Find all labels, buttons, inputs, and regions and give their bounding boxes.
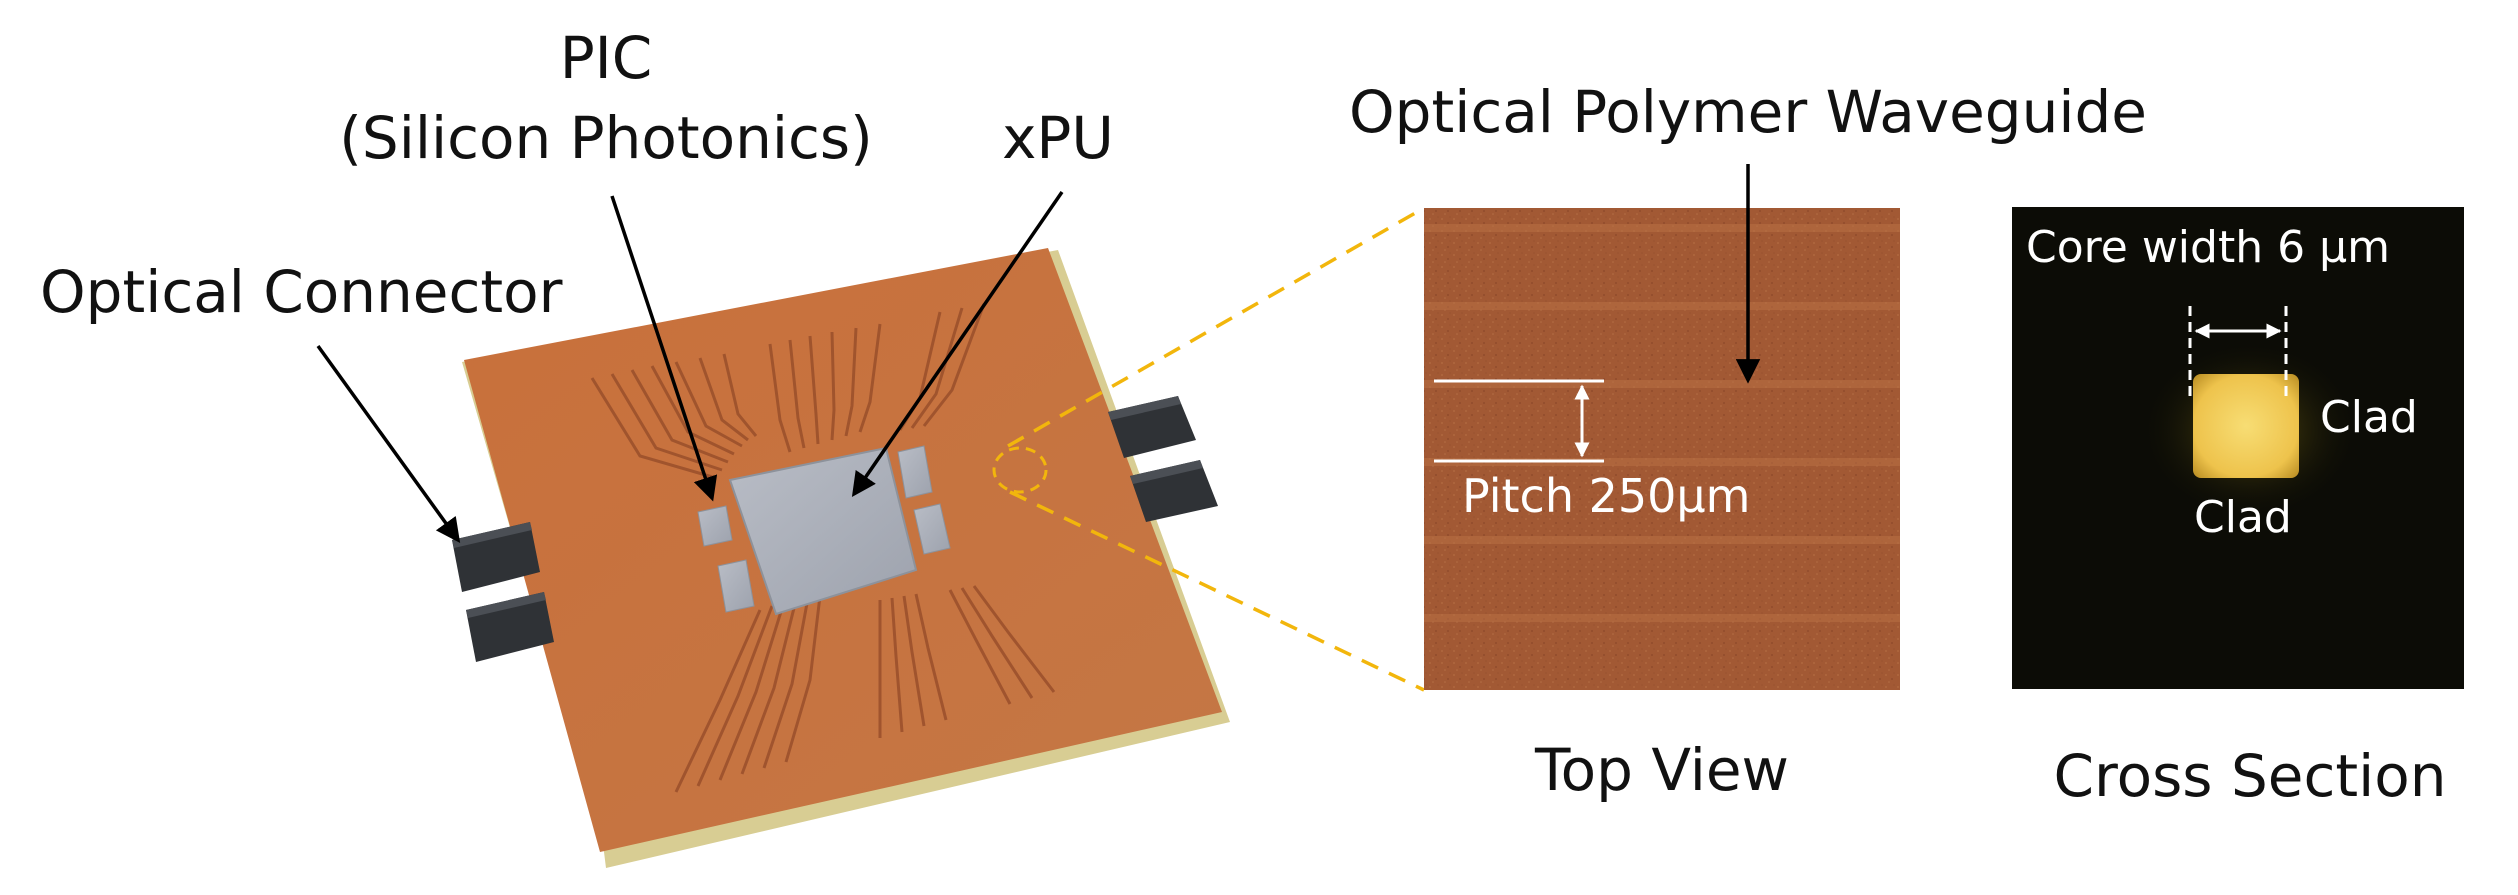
pic-chip-top-left <box>697 505 733 547</box>
waveguide-bands <box>1424 224 1900 622</box>
core-width-label: Core width 6 µm <box>2026 222 2390 273</box>
pic-chip-bottom-left <box>717 559 755 613</box>
pitch-label: Pitch 250µm <box>1462 469 1751 523</box>
pic-arrow <box>610 195 718 502</box>
top-view-label: Top View <box>1534 736 1789 804</box>
pic-chip-bottom-right <box>913 503 951 555</box>
optical-connector-left-bottom <box>466 592 554 662</box>
annotation-arrows <box>316 164 1761 543</box>
cross-section-panel: Core width 6 µm Clad Clad <box>2012 207 2464 689</box>
optical-connector-label: Optical Connector <box>40 258 563 326</box>
cross-section-label: Cross Section <box>2054 742 2447 810</box>
top-view-panel: Pitch 250µm <box>1424 208 1900 690</box>
pic-label-line1: PIC <box>560 24 653 92</box>
waveguide-core <box>2193 374 2299 478</box>
xpu-label: xPU <box>1002 104 1114 172</box>
polymer-waveguide-label: Optical Polymer Waveguide <box>1349 78 2147 146</box>
callout-region-ellipse <box>992 446 1048 494</box>
package-illustration <box>452 248 1230 868</box>
xpu-arrow <box>851 191 1064 498</box>
clad-label-below: Clad <box>2194 492 2292 543</box>
pic-label-line2: (Silicon Photonics) <box>339 104 872 172</box>
optical-connector-arrow <box>316 344 461 543</box>
optical-connector-right-top <box>1108 396 1196 458</box>
clad-label-right: Clad <box>2320 392 2418 443</box>
optical-connector-left-top <box>452 522 540 592</box>
top-view-image <box>1424 208 1900 690</box>
waveguide-traces <box>590 303 1056 793</box>
callout-lines <box>1007 206 1425 692</box>
optical-connector-right-bottom <box>1130 460 1218 522</box>
pic-chip-top-right <box>897 445 933 499</box>
callout-line-top <box>1007 206 1425 448</box>
callout-line-bottom <box>1009 490 1425 692</box>
